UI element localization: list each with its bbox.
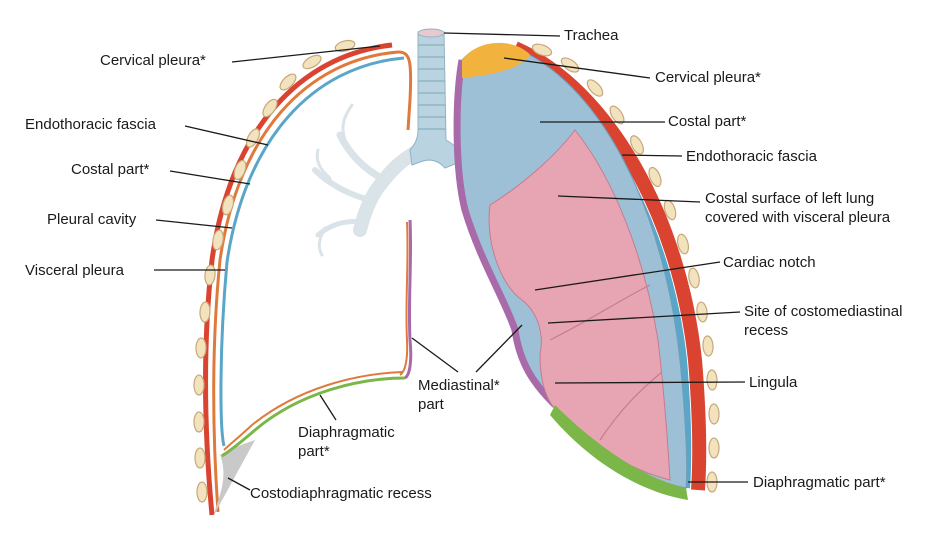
lung-fissure bbox=[549, 284, 651, 341]
leader-pleural-cavity bbox=[155, 219, 233, 229]
right-endothoracic-fascia bbox=[512, 41, 707, 491]
rib bbox=[193, 374, 205, 396]
rib bbox=[696, 301, 708, 323]
bronchus-branch bbox=[312, 167, 373, 203]
label-cervical-pleura-right: Cervical pleura* bbox=[655, 69, 761, 86]
label-cervical-pleura-left: Cervical pleura* bbox=[100, 52, 206, 69]
leader-cervical-pleura-left bbox=[231, 45, 381, 63]
rib bbox=[199, 301, 211, 323]
left-ribs bbox=[193, 39, 356, 503]
leader-diaphragmatic-left bbox=[319, 394, 337, 421]
rib bbox=[194, 447, 206, 469]
label-costodiaphragmatic-recess: Costodiaphragmatic recess bbox=[250, 485, 432, 502]
right-ribs bbox=[531, 43, 720, 493]
rib bbox=[195, 337, 207, 359]
rib bbox=[706, 369, 718, 391]
label-endothoracic-fascia-left: Endothoracic fascia bbox=[25, 116, 156, 133]
label-trachea: Trachea bbox=[564, 27, 619, 44]
lung-costal-surface bbox=[488, 129, 671, 481]
left-visceral-pleura-line bbox=[219, 56, 405, 447]
rib bbox=[245, 128, 261, 148]
rib bbox=[212, 229, 224, 251]
label-diaphragmatic-part-left: Diaphragmatic part* bbox=[298, 424, 395, 460]
rib bbox=[204, 264, 216, 286]
leader-endothoracic-fascia-left bbox=[184, 125, 269, 146]
rib bbox=[302, 54, 322, 70]
label-endothoracic-fascia-right: Endothoracic fascia bbox=[686, 148, 817, 165]
rib bbox=[630, 135, 644, 155]
rib bbox=[560, 57, 580, 73]
costodiaphragmatic-recess-area bbox=[214, 440, 255, 515]
label-costal-part-left: Costal part* bbox=[71, 161, 150, 178]
rib bbox=[586, 79, 604, 97]
left-lung-mediastinal-pleura bbox=[453, 59, 558, 408]
bronchus-branch bbox=[336, 131, 389, 184]
left-diaphragmatic-pleura-orange bbox=[223, 371, 403, 451]
leader-lines bbox=[154, 32, 748, 491]
rib bbox=[648, 166, 662, 188]
bronchus-branch bbox=[341, 103, 354, 142]
left-endothoracic-fascia bbox=[203, 42, 393, 516]
left-cervical-pleura-dome bbox=[462, 42, 530, 78]
leader-mediastinal-right bbox=[475, 324, 523, 373]
leader-costomediastinal bbox=[547, 311, 741, 324]
label-cardiac-notch: Cardiac notch bbox=[723, 254, 816, 271]
leader-endothoracic-fascia-right bbox=[621, 154, 683, 157]
lung-fissure bbox=[599, 371, 663, 441]
label-mediastinal-part: Mediastinal* part bbox=[418, 377, 500, 413]
leader-costal-surface bbox=[557, 195, 701, 203]
label-lingula: Lingula bbox=[749, 374, 798, 391]
leader-cardiac-notch bbox=[534, 261, 721, 291]
rib bbox=[279, 73, 297, 91]
label-diaphragmatic-part-right: Diaphragmatic part* bbox=[753, 474, 886, 491]
label-costal-part-right: Costal part* bbox=[668, 113, 747, 130]
rib bbox=[688, 267, 700, 289]
rib bbox=[233, 159, 247, 181]
leader-costal-part-left bbox=[169, 170, 251, 185]
rib bbox=[609, 105, 625, 125]
rib bbox=[676, 233, 690, 255]
left-thoracic-wall bbox=[193, 39, 405, 516]
left-diaphragmatic-pleura bbox=[221, 376, 406, 458]
right-diaphragmatic-pleura bbox=[550, 405, 688, 500]
rib bbox=[262, 98, 278, 118]
label-pleural-cavity: Pleural cavity bbox=[47, 211, 137, 228]
trachea-rings bbox=[418, 44, 446, 130]
label-costomediastinal-recess: Site of costomediastinal recess bbox=[744, 303, 903, 339]
rib bbox=[702, 335, 714, 357]
rib bbox=[708, 403, 720, 425]
left-pleural-sac bbox=[214, 50, 413, 515]
leader-cervical-pleura-right bbox=[503, 57, 651, 79]
bronchial-tree bbox=[312, 103, 427, 257]
leader-mediastinal-left bbox=[411, 337, 459, 373]
main-bronchus-right bbox=[353, 143, 427, 237]
left-lung bbox=[453, 41, 720, 500]
rib bbox=[531, 43, 553, 57]
rib bbox=[196, 481, 208, 503]
bronchus-branch bbox=[315, 148, 332, 180]
label-visceral-pleura: Visceral pleura bbox=[25, 262, 124, 279]
leader-costodiaphragmatic bbox=[227, 477, 251, 491]
bronchus-branch bbox=[317, 226, 327, 257]
label-costal-surface: Costal surface of left lung covered with… bbox=[705, 190, 891, 226]
left-pleural-outline bbox=[397, 50, 413, 131]
left-mediastinal-pleura-orange bbox=[399, 221, 409, 376]
trachea-top bbox=[417, 28, 445, 38]
left-parietal-pleura-costal bbox=[212, 50, 399, 513]
leader-lingula bbox=[554, 381, 746, 384]
left-mediastinal-pleura bbox=[403, 219, 413, 380]
rib bbox=[193, 411, 205, 433]
rib bbox=[221, 194, 235, 216]
rib bbox=[708, 437, 720, 459]
leader-trachea bbox=[443, 32, 561, 37]
